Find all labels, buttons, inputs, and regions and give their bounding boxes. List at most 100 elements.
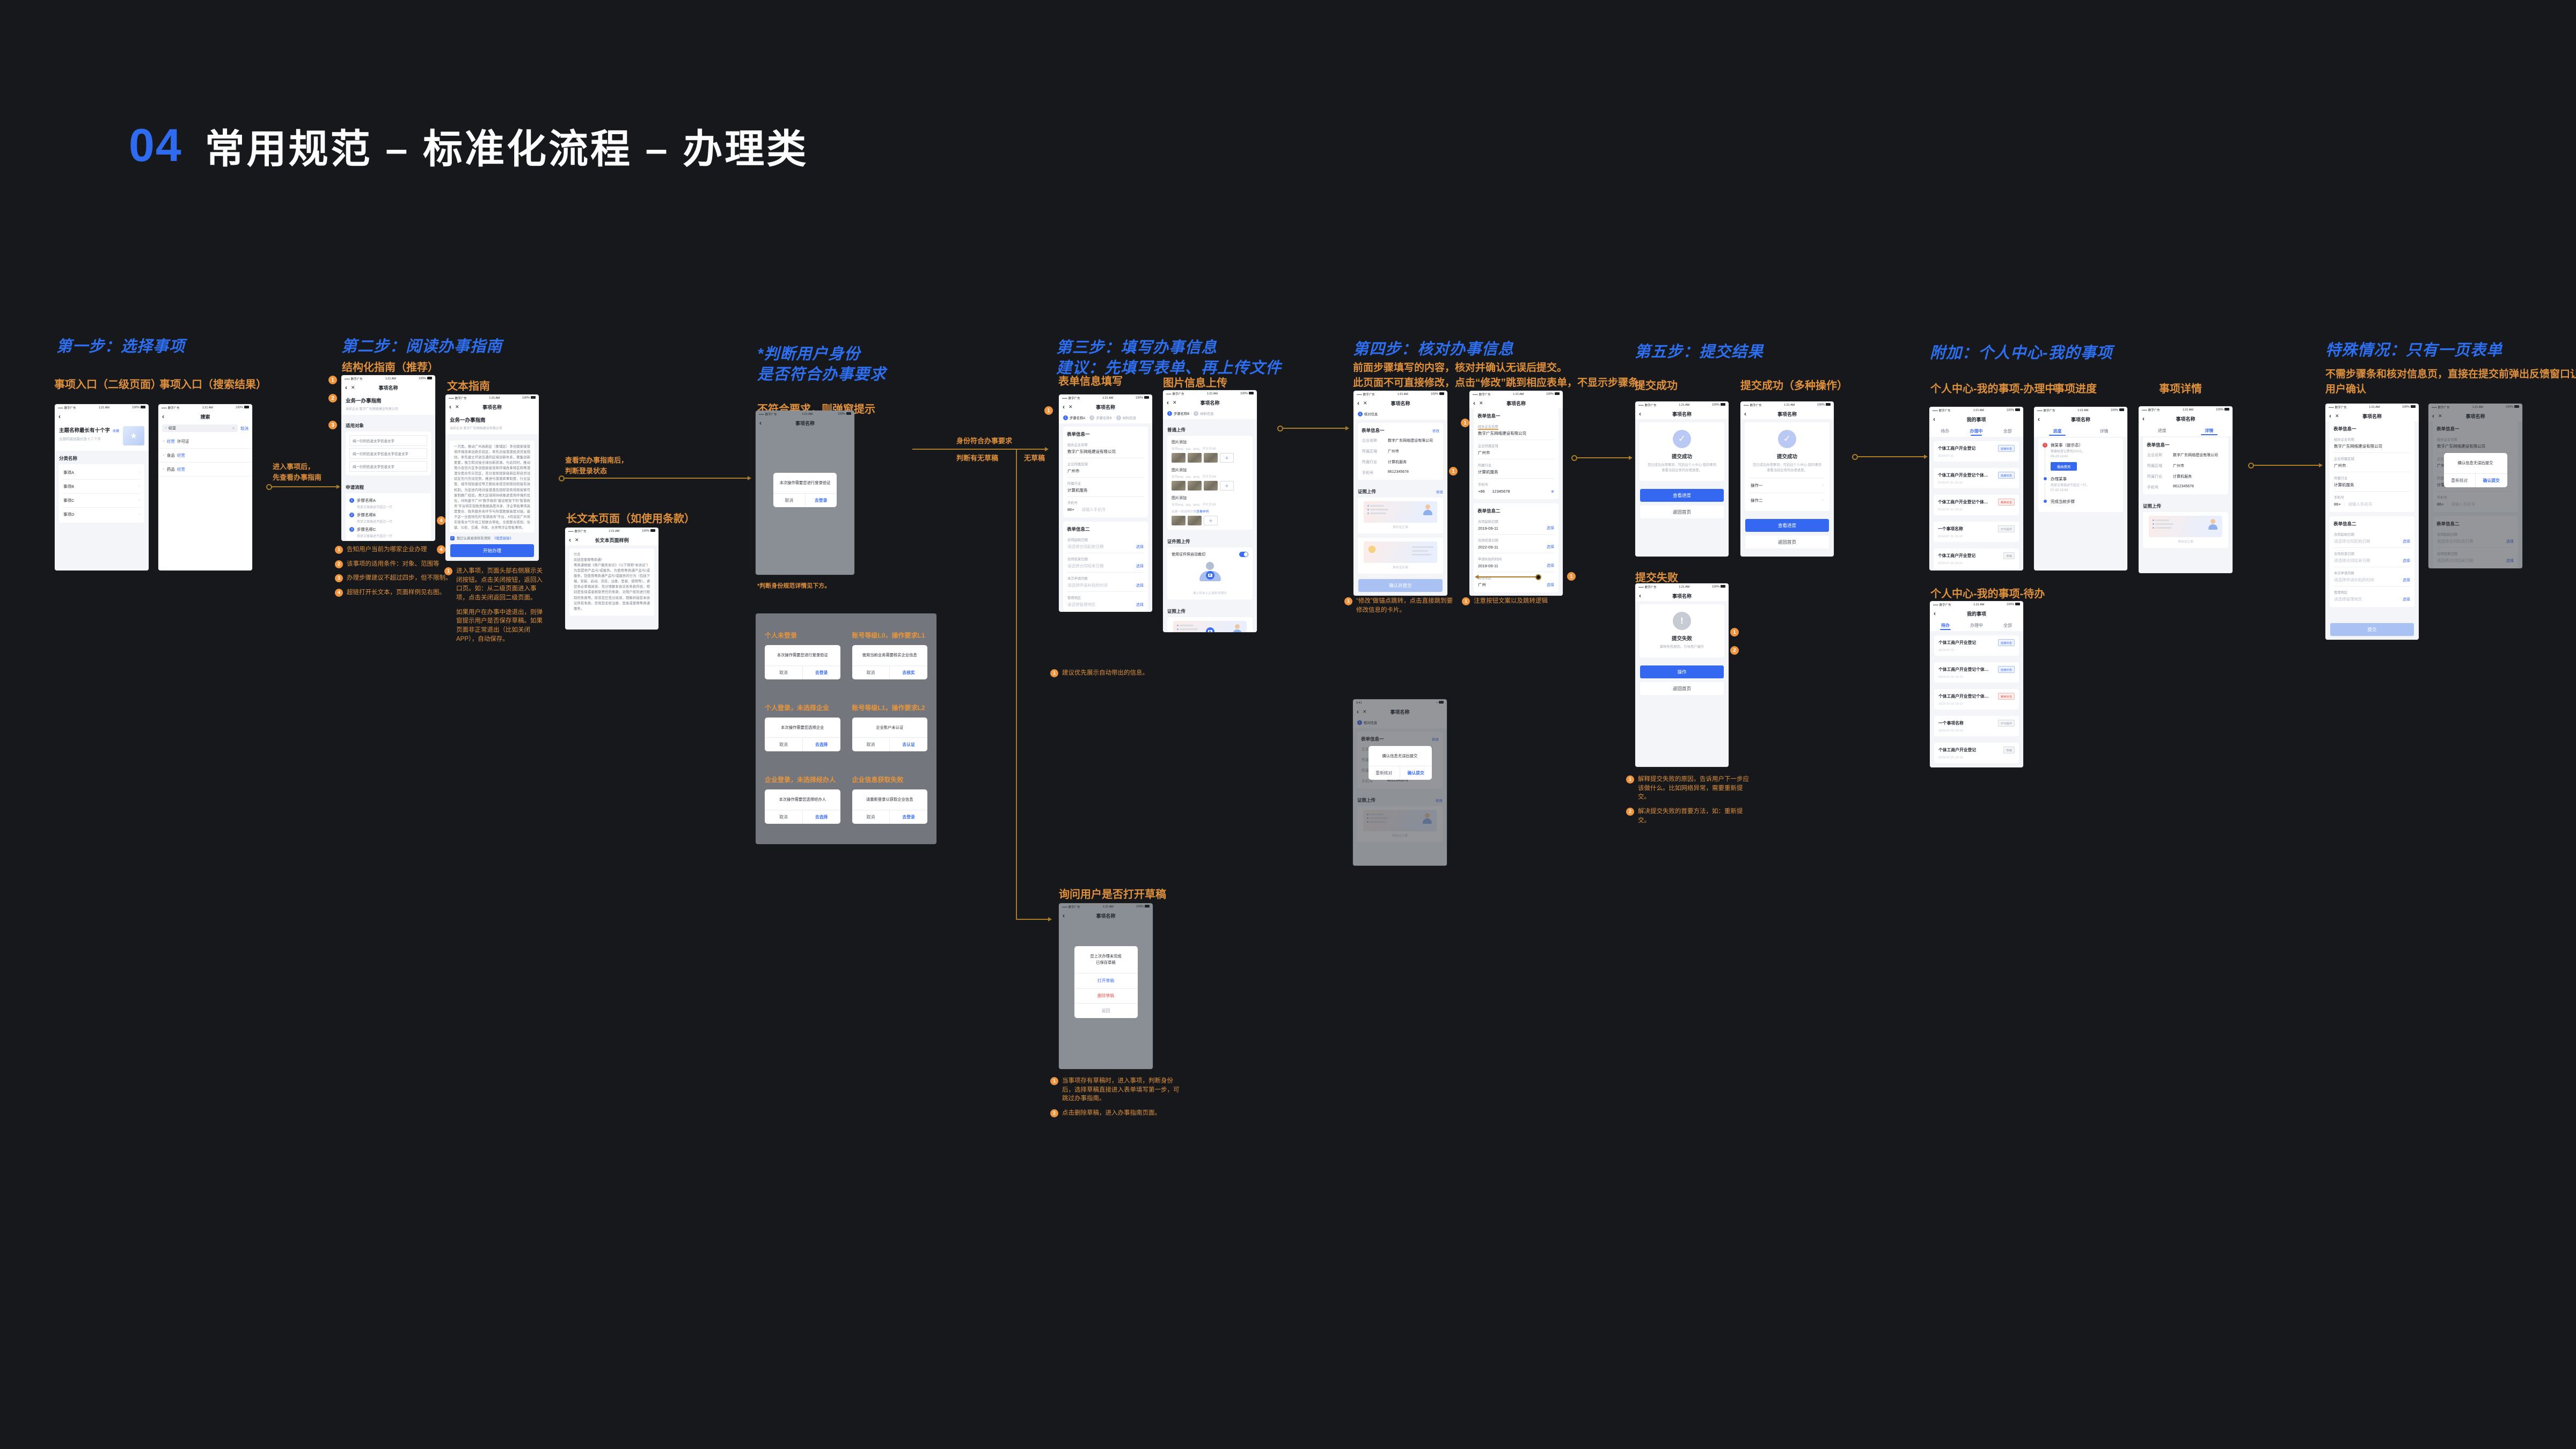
picker-button[interactable]: 选择	[1547, 545, 1554, 549]
picker-button[interactable]: 选择	[2403, 559, 2410, 563]
back-icon[interactable]: ‹	[449, 403, 451, 411]
back-icon[interactable]: ‹	[345, 384, 347, 391]
dialog-option[interactable]: 删除草稿	[1074, 987, 1138, 1003]
form-field[interactable]: 合同结束日期请选择合同结束日期选择	[1067, 553, 1144, 573]
picker-button[interactable]: 选择	[2403, 578, 2410, 582]
dialog-button[interactable]: 取消	[785, 497, 794, 503]
dialog-button[interactable]: 重新核对	[1375, 771, 1393, 776]
list-item[interactable]: 事项D›	[63, 508, 141, 521]
action-button[interactable]: 返回首页	[1640, 682, 1724, 696]
tab-item[interactable]: 进度	[2034, 425, 2081, 437]
tab-item[interactable]: 待办	[1941, 429, 1950, 434]
picker-button[interactable]: 选择	[1547, 583, 1554, 587]
cancel-button[interactable]: 取消	[779, 670, 788, 675]
back-icon[interactable]: ‹	[1639, 410, 1641, 418]
confirm-button[interactable]: 去认证	[889, 738, 927, 752]
cancel-button[interactable]: 取消	[866, 742, 875, 748]
favorite-link[interactable]: 收藏	[113, 430, 120, 433]
confirm-button[interactable]: 去选择	[802, 810, 840, 824]
tab-item[interactable]: 进度	[2157, 428, 2167, 433]
close-icon[interactable]: ✕	[1173, 399, 1177, 405]
back-icon[interactable]: ‹	[569, 536, 571, 544]
form-field[interactable]: 本次申请月数请选择申请补贴的时间选择	[1067, 573, 1144, 592]
form-field[interactable]: 管理地区请选择管理地区选择	[1067, 592, 1144, 611]
picker-button[interactable]: 选择	[1547, 564, 1554, 568]
list-item[interactable]: 事项C›	[63, 494, 141, 508]
back-icon[interactable]: ‹	[1744, 410, 1746, 418]
action-button[interactable]: 查看进度	[1745, 519, 1829, 532]
close-icon[interactable]: ✕	[1363, 400, 1367, 406]
back-icon[interactable]: ‹	[2142, 415, 2145, 422]
list-item[interactable]: 事项A›	[63, 466, 141, 480]
form-field[interactable]: 经办企业名称数字广东网络建设有限公司	[2333, 434, 2411, 453]
tab-item[interactable]: 全部	[2003, 623, 2012, 628]
form-field[interactable]: 经办企业名称数字广东网络建设有限公司	[1067, 439, 1144, 458]
edit-link[interactable]: 修改	[1432, 429, 1439, 433]
sample-link[interactable]: 查看样例	[1196, 510, 1209, 514]
back-icon[interactable]: ‹	[1473, 399, 1475, 407]
add-photo-button[interactable]: ＋	[1204, 516, 1218, 525]
cancel-button[interactable]: 取消	[866, 670, 875, 675]
close-icon[interactable]: ✕	[1479, 400, 1483, 406]
action-button[interactable]: 返回首页	[1745, 536, 1829, 549]
search-suggestion[interactable]: ⌕药品经营	[158, 463, 252, 477]
form-field[interactable]: 合同起始日期请选择合同起始日期选择	[2333, 529, 2411, 548]
form-field[interactable]: 本次申请月数请选择申请补贴的时间选择	[2333, 567, 2411, 587]
form-field[interactable]: 管理地区请选择管理地区选择	[2333, 587, 2411, 605]
form-field[interactable]: 企业所属区域广州市	[1067, 458, 1144, 478]
back-icon[interactable]: ‹	[1934, 610, 1936, 617]
add-photo-button[interactable]: ＋	[1220, 481, 1234, 491]
tab-item[interactable]: 详情	[2186, 424, 2233, 436]
action-button[interactable]: 查看进度	[1640, 489, 1724, 502]
confirm-button[interactable]: 去核实	[889, 665, 927, 679]
close-icon[interactable]: ✕	[2335, 413, 2339, 419]
checkbox-checked-icon[interactable]: ✓	[450, 536, 455, 540]
add-photo-button[interactable]: ＋	[1220, 453, 1234, 463]
picker-button[interactable]: 选择	[1547, 526, 1554, 530]
form-field[interactable]: 合同结束日期请选择合同结束日期选择	[2333, 548, 2411, 567]
action-button[interactable]: 返回首页	[1640, 506, 1724, 519]
back-icon[interactable]: ‹	[58, 413, 61, 420]
picker-button[interactable]: 选择	[2403, 597, 2410, 602]
back-icon[interactable]: ‹	[1933, 415, 1935, 423]
list-item[interactable]: 事项B›	[63, 480, 141, 494]
picker-button[interactable]: 选择	[1136, 564, 1144, 568]
dialog-option[interactable]: 打开草稿	[1074, 972, 1138, 988]
back-icon[interactable]: ‹	[1357, 399, 1359, 407]
picker-button[interactable]: 选择	[1136, 603, 1144, 607]
result-action-row[interactable]: 操作二›	[1750, 493, 1825, 508]
action-button[interactable]: 提交	[2330, 623, 2414, 636]
tab-item[interactable]: 办理中	[1970, 623, 1983, 628]
cancel-button[interactable]: 取消	[240, 426, 248, 431]
action-button[interactable]: 确认并提交	[1358, 579, 1443, 592]
picker-button[interactable]: 选择	[1136, 583, 1144, 588]
dialog-option[interactable]: 返回	[1074, 1002, 1138, 1018]
form-field[interactable]: 合同起始日期请选择合同起始日期选择	[1067, 534, 1144, 553]
confirm-button[interactable]: 去登录	[802, 665, 840, 679]
form-field[interactable]: 所属行业计算机服务	[1067, 478, 1144, 497]
form-field[interactable]: 管理地区广州选择	[1477, 572, 1555, 591]
confirm-button[interactable]: 去登录	[889, 810, 927, 824]
back-icon[interactable]: ‹	[2329, 412, 2331, 420]
close-icon[interactable]: ✕	[575, 537, 579, 543]
back-icon[interactable]: ‹	[1063, 912, 1065, 919]
tab-item[interactable]: 详情	[2099, 429, 2109, 434]
agreement-link[interactable]: 《我是链接》	[492, 537, 513, 540]
back-icon[interactable]: ‹	[1063, 403, 1065, 411]
clear-icon[interactable]: ⊗	[232, 427, 235, 430]
search-suggestion[interactable]: ⌕经营许可证	[158, 435, 252, 449]
close-icon[interactable]: ✕	[351, 384, 355, 390]
search-suggestion[interactable]: ⌕食品经营	[158, 449, 252, 463]
form-field[interactable]: 经办企业名称数字广东网络建设有限公司	[1477, 421, 1555, 440]
